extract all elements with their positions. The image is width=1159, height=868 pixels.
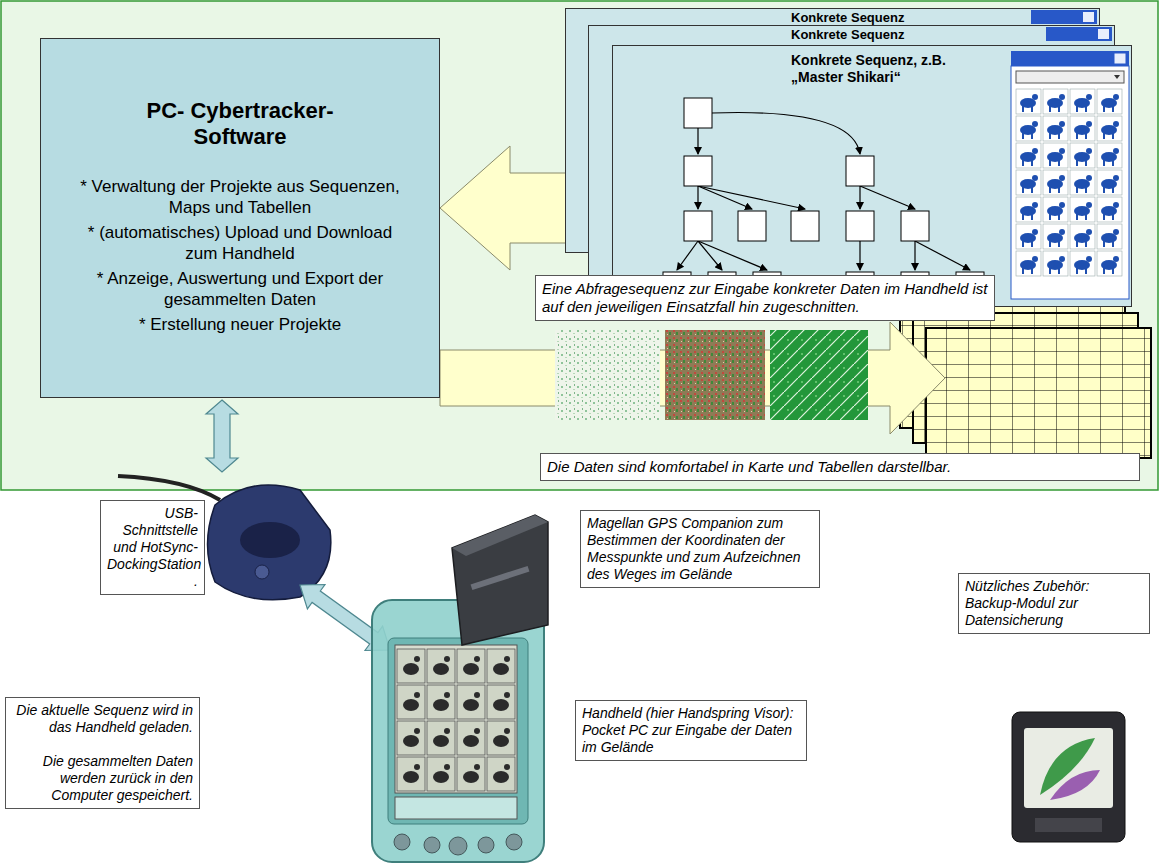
icon-grid (1015, 88, 1123, 277)
handheld-device (372, 515, 548, 862)
device-button (394, 834, 410, 850)
tree-link (914, 241, 915, 270)
callout-box: Die aktuelle Sequenz wird in das Handhel… (5, 697, 200, 809)
tree-box (901, 211, 929, 241)
title-bar (1011, 51, 1129, 66)
screen-icons (396, 648, 516, 792)
sync-arrow (206, 400, 238, 472)
backup-module (1012, 712, 1125, 842)
module-contacts (1035, 818, 1102, 832)
module-leaf (1050, 770, 1100, 800)
caption-box: Eine Abfragesequenz zur Eingabe konkrete… (535, 275, 995, 321)
bullet-text: * Verwaltung der Projekte aus Sequenzen,… (80, 176, 400, 218)
usb-cable (118, 476, 220, 500)
tree-link (697, 128, 698, 154)
software-panel (1, 1, 1158, 490)
title-bar (1031, 10, 1097, 24)
sequence-tree (613, 46, 1133, 308)
tree-link (859, 241, 860, 270)
callout-box: USB- Schnittstelle und HotSync- DockingS… (100, 500, 205, 595)
tree-box (684, 156, 712, 186)
map-image (770, 330, 868, 420)
tree-box (846, 156, 874, 186)
export-arrow (440, 322, 945, 434)
tree-link (697, 186, 698, 209)
tree-box (846, 211, 874, 241)
bullet-text: * Anzeige, Auswertung und Export der ges… (80, 268, 400, 310)
tree-link (698, 186, 805, 209)
screen-frame (388, 638, 528, 824)
title-bar (1046, 27, 1112, 41)
device-button (424, 837, 440, 853)
map-images (555, 330, 868, 420)
tree-link (698, 186, 752, 209)
table-sheet (926, 328, 1151, 458)
tree-link (859, 186, 860, 209)
dropdown-arrow (1114, 75, 1120, 79)
icon-toolbar (1011, 51, 1129, 299)
close-button (1083, 12, 1094, 22)
bullet-text: * (automatisches) Upload und Download zu… (80, 222, 400, 264)
sequence-card: Konkrete Sequenz, z.B. „Master Shikari“ (612, 45, 1132, 307)
tree-link (698, 241, 722, 270)
callout-text: Magellan GPS Companion zum Bestimmen der… (587, 515, 813, 583)
tree-boxes (663, 98, 984, 302)
dock-body (208, 485, 331, 600)
tree-link (677, 241, 698, 270)
callout-text: Die gesammelten Daten werden zurück in d… (12, 753, 193, 804)
module-body (1012, 712, 1125, 842)
device-button (449, 837, 467, 855)
device-button (506, 834, 522, 850)
box-title: PC- Cybertracker- Software (145, 98, 335, 150)
card-title: Konkrete Sequenz (791, 10, 1099, 25)
card-title: Konkrete Sequenz (791, 27, 1114, 42)
caption-box: Die Daten sind komfortabel in Karte und … (540, 453, 1140, 481)
software-box: PC- Cybertracker- Software * Verwaltung d… (40, 38, 440, 398)
tree-links (677, 113, 970, 270)
callout-box: Magellan GPS Companion zum Bestimmen der… (580, 510, 820, 588)
callout-text: Die aktuelle Sequenz wird in das Handhel… (12, 702, 193, 736)
caption-text: Die Daten sind komfortabel in Karte und … (547, 458, 1133, 476)
map-image (665, 330, 765, 420)
hotsync-button (255, 565, 269, 579)
callout-text: Nützliches Zubehör: Backup-Modul zur Dat… (965, 578, 1143, 629)
tree-box (791, 211, 819, 241)
callout-box: Handheld (hier Handspring Visor): Pocket… (575, 700, 807, 761)
tree-box (738, 211, 766, 241)
gps-module-top (452, 515, 548, 556)
screen (395, 645, 517, 793)
device-button (478, 837, 494, 853)
close-button (1098, 29, 1109, 39)
tree-box (684, 98, 712, 128)
gps-module-label (471, 566, 530, 590)
tree-link (860, 186, 915, 209)
tree-link (915, 241, 970, 270)
card-title: Konkrete Sequenz, z.B. „Master Shikari“ (791, 52, 956, 86)
tree-box (684, 211, 712, 241)
caption-text: Eine Abfragesequenz zur Eingabe konkrete… (542, 280, 988, 316)
map-image (555, 330, 660, 420)
tree-link (712, 113, 860, 154)
callout-text: Handheld (hier Handspring Visor): Pocket… (582, 705, 800, 756)
close-button (1114, 53, 1126, 64)
gps-module (452, 515, 548, 645)
callout-box: Nützliches Zubehör: Backup-Modul zur Dat… (958, 573, 1150, 634)
dock-slot (240, 522, 300, 558)
handheld-body (372, 600, 544, 862)
bullet-text: * Erstellung neuer Projekte (80, 314, 400, 335)
callout-text: USB- Schnittstelle und HotSync- DockingS… (107, 505, 198, 590)
dropdown (1016, 71, 1124, 83)
module-label (1024, 728, 1113, 808)
graffiti-area (395, 797, 517, 819)
tree-link (698, 241, 767, 270)
toolbar-window (1011, 66, 1129, 299)
